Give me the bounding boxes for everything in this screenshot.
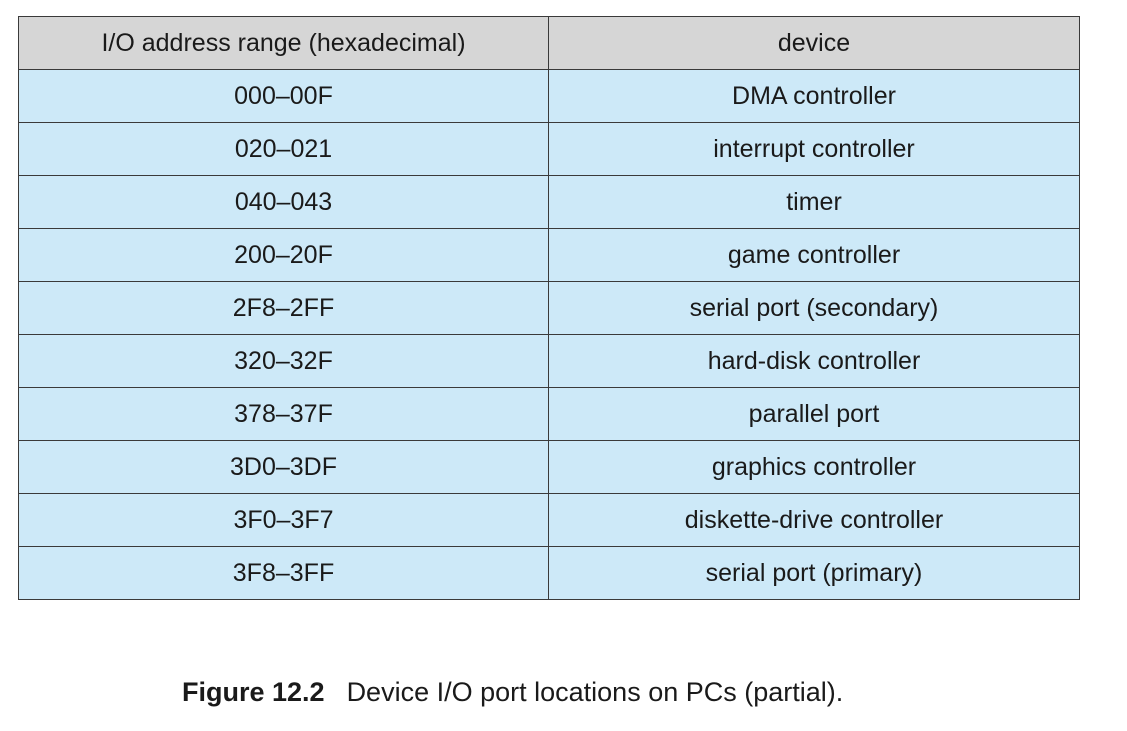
device-cell: DMA controller bbox=[548, 69, 1080, 123]
address-range-cell: 378–37F bbox=[18, 387, 549, 441]
table-row: 3F8–3FF serial port (primary) bbox=[18, 546, 1080, 600]
device-cell: game controller bbox=[548, 228, 1080, 282]
figure-caption-text: Device I/O port locations on PCs (partia… bbox=[346, 677, 844, 707]
address-range-cell: 2F8–2FF bbox=[18, 281, 549, 335]
table-row: 000–00F DMA controller bbox=[18, 69, 1080, 123]
address-range-cell: 3F8–3FF bbox=[18, 546, 549, 600]
device-cell: parallel port bbox=[548, 387, 1080, 441]
table-row: 378–37F parallel port bbox=[18, 387, 1080, 441]
table-row: 040–043 timer bbox=[18, 175, 1080, 229]
io-port-table: I/O address range (hexadecimal) device 0… bbox=[18, 16, 1080, 600]
figure-label: Figure 12.2 bbox=[182, 677, 325, 707]
device-cell: hard-disk controller bbox=[548, 334, 1080, 388]
address-range-cell: 3D0–3DF bbox=[18, 440, 549, 494]
address-range-cell: 320–32F bbox=[18, 334, 549, 388]
header-device: device bbox=[548, 16, 1080, 70]
device-cell: serial port (secondary) bbox=[548, 281, 1080, 335]
table-row: 3F0–3F7 diskette-drive controller bbox=[18, 493, 1080, 547]
device-cell: diskette-drive controller bbox=[548, 493, 1080, 547]
table-row: 2F8–2FF serial port (secondary) bbox=[18, 281, 1080, 335]
table-row: 3D0–3DF graphics controller bbox=[18, 440, 1080, 494]
table-row: 020–021 interrupt controller bbox=[18, 122, 1080, 176]
figure-caption: Figure 12.2 Device I/O port locations on … bbox=[182, 677, 843, 708]
device-cell: timer bbox=[548, 175, 1080, 229]
header-address-range: I/O address range (hexadecimal) bbox=[18, 16, 549, 70]
device-cell: graphics controller bbox=[548, 440, 1080, 494]
address-range-cell: 200–20F bbox=[18, 228, 549, 282]
table-row: 200–20F game controller bbox=[18, 228, 1080, 282]
table-row: 320–32F hard-disk controller bbox=[18, 334, 1080, 388]
address-range-cell: 020–021 bbox=[18, 122, 549, 176]
address-range-cell: 000–00F bbox=[18, 69, 549, 123]
table-header-row: I/O address range (hexadecimal) device bbox=[18, 16, 1080, 70]
device-cell: interrupt controller bbox=[548, 122, 1080, 176]
device-cell: serial port (primary) bbox=[548, 546, 1080, 600]
address-range-cell: 040–043 bbox=[18, 175, 549, 229]
address-range-cell: 3F0–3F7 bbox=[18, 493, 549, 547]
